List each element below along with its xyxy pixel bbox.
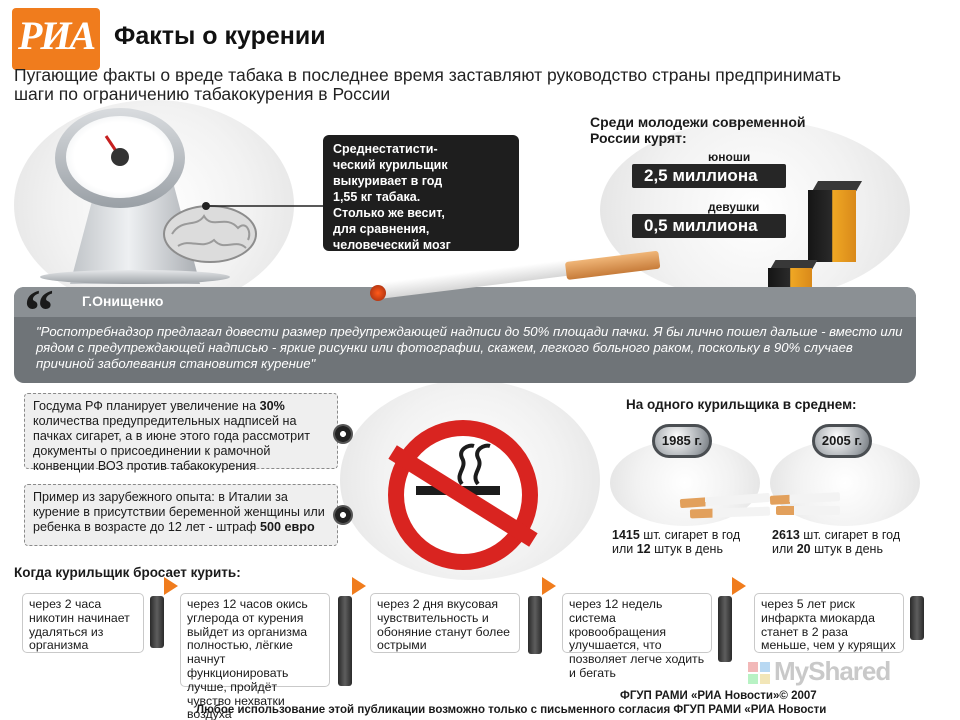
arrow-right-icon bbox=[164, 577, 178, 595]
watermark-square bbox=[748, 674, 758, 684]
stat-1985-end: штук в день bbox=[650, 542, 723, 556]
copyright-line: ФГУП РАМИ «РИА Новости»© 2007 bbox=[620, 690, 817, 702]
quit-step-5-years: через 5 лет риск инфаркта миокарда стане… bbox=[754, 593, 904, 653]
quote-text: "Роспотребнадзор предлагал довести разме… bbox=[36, 324, 903, 371]
quit-step-12-weeks: через 12 недель система кровообращения у… bbox=[562, 593, 712, 680]
stat-1985-count: 1415 bbox=[612, 528, 640, 542]
average-heading: На одного курильщика в среднем: bbox=[626, 397, 857, 412]
quit-heading: Когда курильщик бросает курить: bbox=[14, 565, 241, 580]
brain-icon bbox=[163, 205, 257, 263]
boys-label: юноши bbox=[708, 150, 751, 164]
arrow-right-icon bbox=[542, 577, 556, 595]
duma-warning-info: Госдума РФ планирует увеличение на 30% к… bbox=[24, 393, 338, 473]
timeline-bar bbox=[910, 596, 924, 640]
duma-percent: 30% bbox=[259, 399, 285, 413]
quote-mark-icon: “ bbox=[24, 278, 54, 344]
italy-fine-amount: 500 евро bbox=[260, 520, 315, 534]
cigarette-icon bbox=[776, 506, 840, 515]
bullet-icon bbox=[333, 505, 353, 525]
cigarette-ember-icon bbox=[370, 285, 386, 301]
scale-needle-icon bbox=[104, 135, 129, 166]
stat-2005: 2613 шт. сигарет в год или 20 штук в ден… bbox=[772, 528, 922, 556]
cigarette-icon bbox=[689, 506, 771, 519]
stat-1985-mid: шт. сигарет в год или bbox=[612, 528, 741, 556]
stat-1985-day: 12 bbox=[636, 542, 651, 556]
smoke-icon bbox=[457, 443, 491, 486]
circle-youth-bg bbox=[600, 120, 910, 300]
duma-text-post: количества предупредительных надписей на… bbox=[33, 414, 310, 473]
timeline-bar bbox=[338, 596, 352, 686]
girls-label: девушки bbox=[708, 200, 760, 214]
stat-2005-end: штук в день bbox=[810, 542, 883, 556]
watermark-logo-icon bbox=[748, 662, 770, 684]
watermark-square bbox=[760, 662, 770, 672]
watermark-text: MyShared bbox=[774, 656, 891, 686]
callout-line bbox=[202, 202, 324, 210]
bullet-icon bbox=[333, 424, 353, 444]
quit-step-12-hours: через 12 часов окись углерода от курения… bbox=[180, 593, 330, 720]
quote-author: Г.Онищенко bbox=[82, 293, 164, 309]
watermark-square bbox=[760, 674, 770, 684]
stat-2005-day: 20 bbox=[796, 542, 811, 556]
timeline-bar bbox=[528, 596, 542, 654]
quote-header-band bbox=[14, 287, 916, 317]
girls-value: 0,5 миллиона bbox=[632, 214, 786, 238]
stat-2005-mid: шт. сигарет в год или bbox=[772, 528, 901, 556]
italy-fine-info: Пример из зарубежного опыта: в Италии за… bbox=[24, 484, 338, 546]
duma-text-pre: Госдума РФ планирует увеличение на bbox=[33, 399, 260, 413]
quit-step-2-days: через 2 дня вкусовая чувствительность и … bbox=[370, 593, 520, 653]
tobacco-weight-fact: Среднестатисти- ческий курильщик выкурив… bbox=[323, 135, 519, 252]
logo-text: РИА bbox=[18, 13, 96, 58]
boys-column bbox=[808, 190, 856, 262]
timeline-bar bbox=[150, 596, 164, 648]
girls-column bbox=[768, 268, 812, 288]
watermark-square bbox=[748, 662, 758, 672]
youth-heading: Среди молодежи современной России курят: bbox=[590, 114, 806, 146]
arrow-right-icon bbox=[352, 577, 366, 595]
stat-2005-count: 2613 bbox=[772, 528, 800, 542]
intro-text: Пугающие факты о вреде табака в последне… bbox=[14, 65, 842, 104]
page-title: Факты о курении bbox=[114, 22, 326, 50]
usage-notice: Любое использование этой публикации возм… bbox=[196, 704, 827, 716]
scale-face-icon bbox=[66, 116, 174, 198]
timeline-bar bbox=[718, 596, 732, 662]
scale-plate-icon bbox=[40, 270, 230, 284]
ria-logo: РИА bbox=[12, 8, 100, 70]
boys-value: 2,5 миллиона bbox=[632, 164, 786, 188]
cigarette-filter-icon bbox=[564, 250, 661, 280]
year-badge-1985: 1985 г. bbox=[652, 424, 712, 458]
italy-text-pre: Пример из зарубежного опыта: в Италии за… bbox=[33, 490, 325, 534]
arrow-right-icon bbox=[732, 577, 746, 595]
quit-step-2-hours: через 2 часа никотин начинает удаляться … bbox=[22, 593, 144, 653]
stat-1985: 1415 шт. сигарет в год или 12 штук в ден… bbox=[612, 528, 762, 556]
year-badge-2005: 2005 г. bbox=[812, 424, 872, 458]
